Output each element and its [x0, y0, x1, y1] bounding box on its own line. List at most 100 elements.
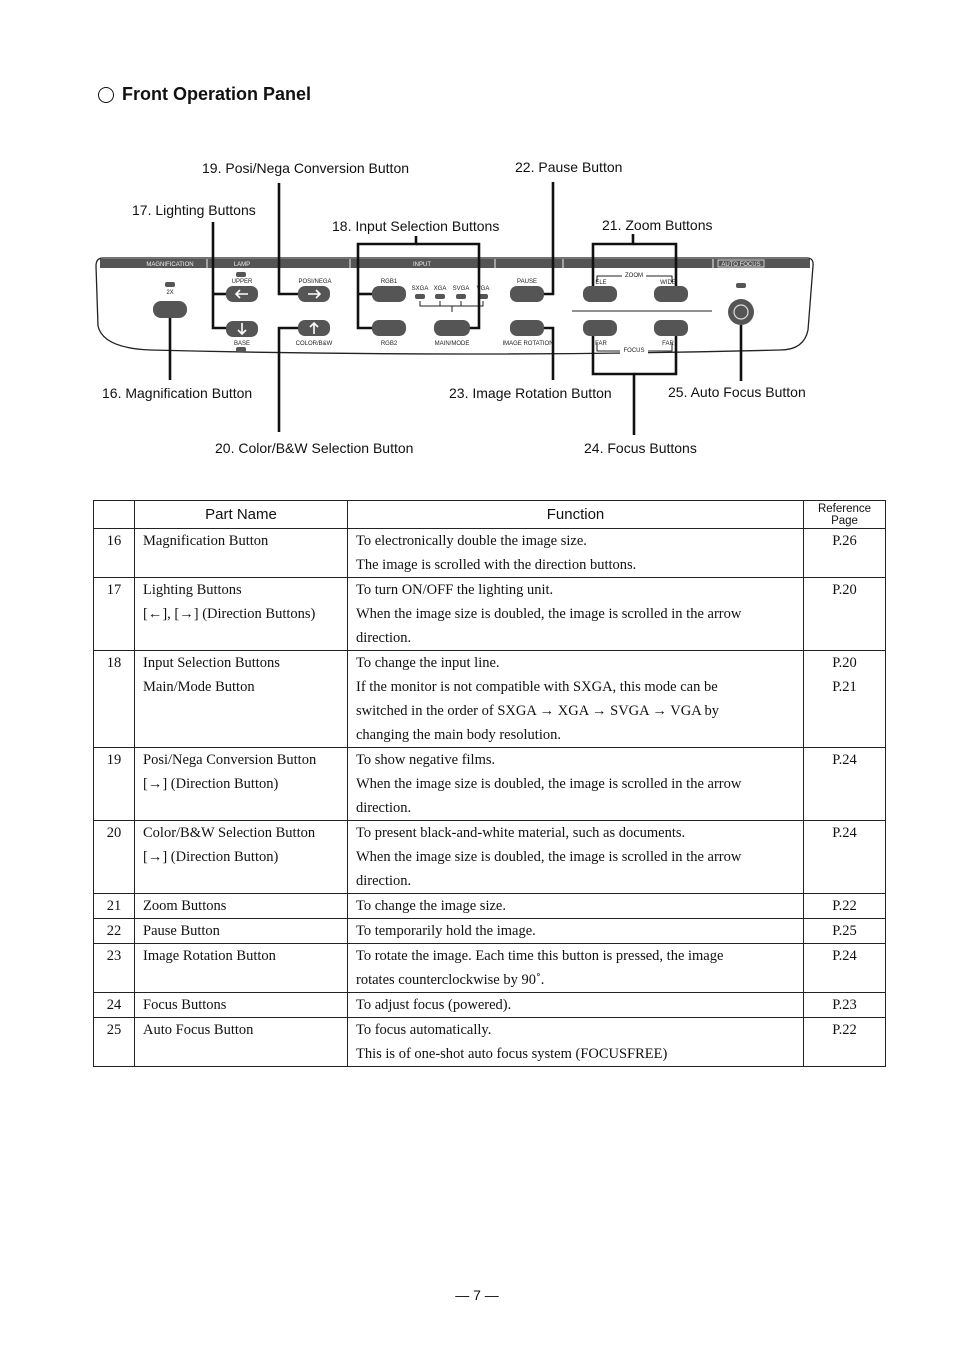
rgb1-button[interactable]: [372, 286, 406, 302]
reference-page: P.24: [832, 825, 857, 841]
auto-focus-label: AUTO FOCUS: [721, 262, 760, 268]
svga-led: [456, 294, 466, 299]
reference-page: P.22: [832, 1022, 857, 1038]
function-line: To adjust focus (powered).: [356, 997, 512, 1013]
table-row: 22 Pause Button To temporarily hold the im…: [93, 918, 886, 944]
header-reference-page: Reference Page: [803, 500, 886, 529]
circle-bullet-icon: [98, 86, 114, 103]
2x-label: 2X: [166, 290, 173, 296]
row-number: 22: [106, 923, 122, 939]
zoom-label: ZOOM: [625, 273, 643, 279]
part-name-detail: [→] (Direction Button): [143, 776, 279, 792]
part-name: Zoom Buttons: [143, 898, 227, 914]
row-number: 20: [106, 825, 122, 841]
function-line: To temporarily hold the image.: [356, 923, 536, 939]
callout-25: 25. Auto Focus Button: [668, 384, 806, 400]
table-row: 23 Image Rotation Button To rotate the ima…: [93, 943, 886, 993]
far2-label: FAR: [662, 341, 674, 347]
lamp-base-led: [236, 347, 246, 352]
sxga-label: SXGA: [412, 286, 429, 292]
function-line: direction.: [356, 800, 412, 816]
row-number: 21: [106, 898, 122, 914]
posi-nega-label: POSI/NEGA: [298, 279, 331, 285]
arrow-up-icon: [309, 321, 319, 334]
callout-16: 16. Magnification Button: [102, 385, 252, 401]
rgb2-label: RGB2: [381, 341, 398, 347]
row-number: 18: [106, 655, 122, 671]
reference-page: P.26: [832, 533, 857, 549]
vga-led: [478, 294, 488, 299]
part-name: Input Selection Buttons: [143, 655, 280, 671]
wide-label: WIDE: [660, 280, 676, 286]
function-line: When the image size is doubled, the imag…: [356, 776, 742, 792]
function-line: When the image size is doubled, the imag…: [356, 849, 742, 865]
row-number: 17: [106, 582, 122, 598]
main-mode-button[interactable]: [434, 320, 470, 336]
reference-page: P.20: [832, 582, 857, 598]
vga-label: VGA: [477, 286, 490, 292]
reference-page: P.23: [832, 997, 857, 1013]
upper-label: UPPER: [232, 279, 253, 285]
focus-near-button[interactable]: [583, 320, 617, 336]
callout-20: 20. Color/B&W Selection Button: [215, 440, 413, 456]
magnification-led: [165, 282, 175, 287]
table-header-row: Part Name Function Reference Page: [93, 500, 886, 529]
ele-label: ELE: [595, 280, 606, 286]
arrow-left-icon: [234, 289, 248, 299]
base-label: BASE: [234, 341, 250, 347]
function-line: switched in the order of SXGA → XGA → SV…: [356, 703, 720, 719]
zoom-tele-button[interactable]: [583, 286, 617, 302]
row-number: 25: [106, 1022, 122, 1038]
callout-23: 23. Image Rotation Button: [449, 385, 612, 401]
far-label: FAR: [595, 341, 607, 347]
header-function: Function: [347, 500, 804, 529]
part-name: Color/B&W Selection Button: [143, 825, 316, 841]
front-panel-diagram: MAGNIFICATION LAMP INPUT AUTO FOCUS 2X U…: [95, 159, 814, 456]
section-heading: Front Operation Panel: [98, 84, 311, 105]
zoom-wide-button[interactable]: [654, 286, 688, 302]
arrow-down-icon: [237, 323, 247, 336]
function-line: To rotate the image. Each time this butt…: [356, 948, 724, 964]
image-rotation-button[interactable]: [510, 320, 544, 336]
input-label: INPUT: [413, 262, 431, 268]
panel-header-strip: [100, 259, 810, 268]
part-name: Image Rotation Button: [143, 948, 276, 964]
part-name-detail: [→] (Direction Button): [143, 849, 279, 865]
function-line: When the image size is doubled, the imag…: [356, 606, 742, 622]
sxga-led: [415, 294, 425, 299]
xga-led: [435, 294, 445, 299]
xga-label: XGA: [434, 286, 447, 292]
auto-focus-button[interactable]: [728, 299, 754, 325]
lamp-upper-led: [236, 272, 246, 277]
function-line: To present black-and-white material, suc…: [356, 825, 686, 841]
row-number: 24: [106, 997, 122, 1013]
magnification-button[interactable]: [153, 301, 187, 318]
focus-label: FOCUS: [624, 348, 645, 354]
main-mode-label: MAIN/MODE: [435, 341, 470, 347]
reference-page: P.24: [832, 752, 857, 768]
focus-far-button[interactable]: [654, 320, 688, 336]
reference-page: P.20: [832, 655, 857, 671]
table-row: 20 Color/B&W Selection Button [→] (Directi…: [93, 820, 886, 894]
reference-page: P.24: [832, 948, 857, 964]
part-name: Lighting Buttons: [143, 582, 242, 598]
function-line: changing the main body resolution.: [356, 727, 561, 743]
function-line: direction.: [356, 630, 412, 646]
function-line: The image is scrolled with the direction…: [356, 557, 637, 573]
rgb2-button[interactable]: [372, 320, 406, 336]
function-line: If the monitor is not compatible with SX…: [356, 679, 718, 695]
page-number: — 7 —: [455, 1287, 499, 1303]
part-name: Pause Button: [143, 923, 220, 939]
pause-button[interactable]: [510, 286, 544, 302]
row-number: 23: [106, 948, 122, 964]
function-line: direction.: [356, 873, 412, 889]
pause-label: PAUSE: [517, 279, 537, 285]
